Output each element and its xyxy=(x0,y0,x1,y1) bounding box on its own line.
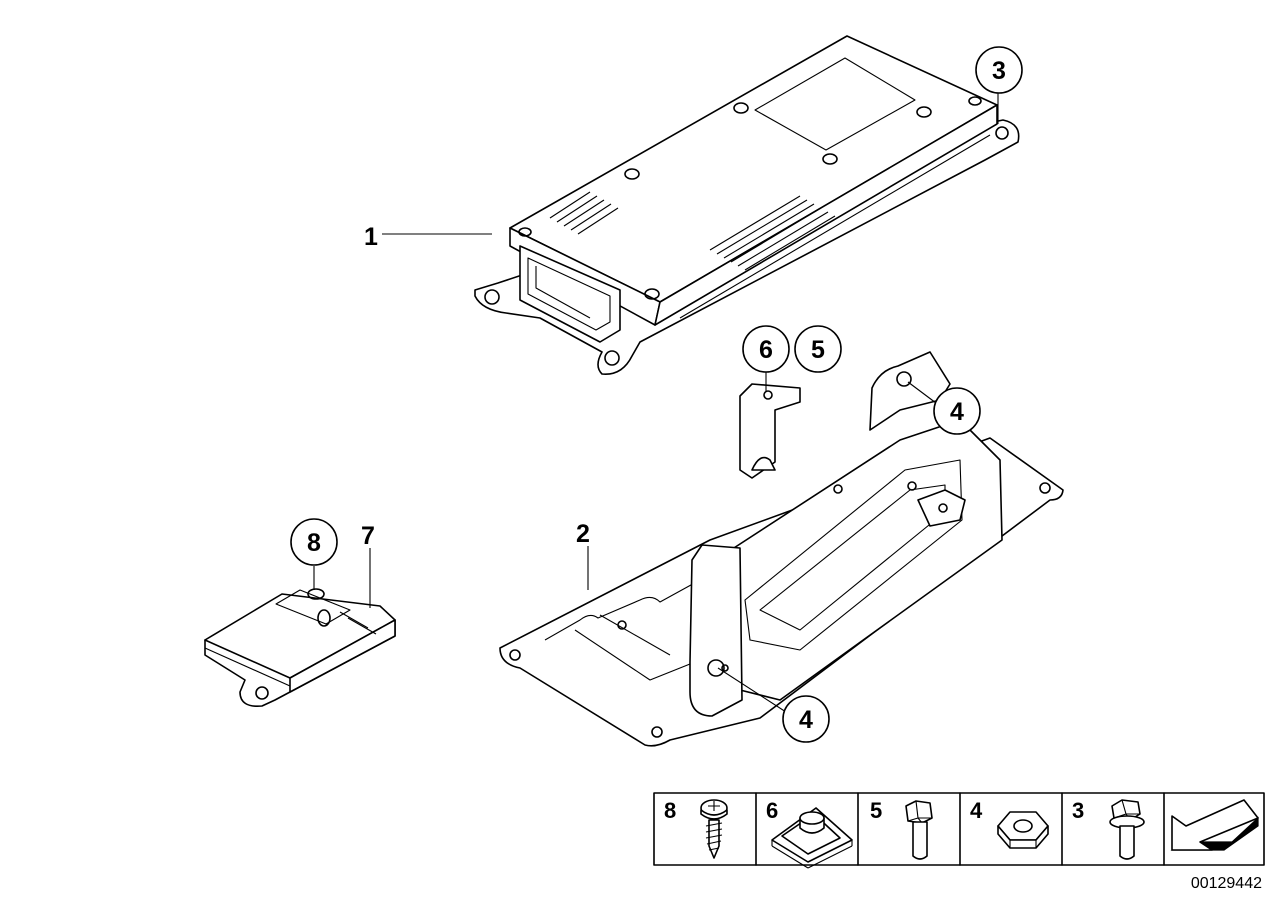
callout-8-circle xyxy=(290,518,338,566)
callout-3-label: 3 xyxy=(992,57,1006,85)
legend-item-8: 8 xyxy=(664,798,728,859)
clip-nut-icon xyxy=(771,807,853,869)
callout-3: 3 xyxy=(975,46,1023,94)
legend-item-5: 5 xyxy=(870,798,933,860)
hardware-legend: 8 6 5 xyxy=(653,792,1265,869)
callout-1-label: 1 xyxy=(364,223,378,251)
flange-bolt-icon xyxy=(1109,799,1145,860)
module-part-7 xyxy=(204,588,396,708)
direction-arrow-icon xyxy=(1170,799,1259,851)
callout-4-upper-circle xyxy=(933,387,981,435)
document-number: 00129442 xyxy=(1191,875,1262,892)
callout-8-label: 8 xyxy=(307,529,321,557)
callout-5-circle xyxy=(794,325,842,373)
callout-6-circle xyxy=(742,325,790,373)
legend-item-3: 3 xyxy=(1072,798,1145,860)
legend-item-4-number: 4 xyxy=(970,798,983,823)
callout-4-lower-circle xyxy=(782,695,830,743)
legend-item-3-number: 3 xyxy=(1072,798,1084,823)
callout-5-label: 5 xyxy=(811,336,825,364)
self-tapping-screw-icon xyxy=(700,799,728,859)
callout-6: 6 xyxy=(742,325,790,373)
legend-item-6-number: 6 xyxy=(766,798,778,823)
callout-7: 7 xyxy=(361,522,375,550)
callout-3-circle xyxy=(975,46,1023,94)
leader-lines xyxy=(313,92,999,713)
callout-4-upper: 4 xyxy=(933,387,981,435)
hex-nut-icon xyxy=(997,811,1049,849)
legend-item-6: 6 xyxy=(766,798,853,869)
callout-7-label: 7 xyxy=(361,522,375,550)
legend-item-5-number: 5 xyxy=(870,798,882,823)
callout-5: 5 xyxy=(794,325,842,373)
bracket-part-2 xyxy=(499,351,1064,747)
callout-2: 2 xyxy=(576,520,590,548)
control-unit-part-1 xyxy=(474,35,1020,375)
legend-item-4: 4 xyxy=(970,798,1049,849)
callout-1: 1 xyxy=(364,223,378,251)
callout-8: 8 xyxy=(290,518,338,566)
callout-2-label: 2 xyxy=(576,520,590,548)
callout-6-label: 6 xyxy=(759,336,773,364)
callout-4-lower-label: 4 xyxy=(799,706,813,734)
hex-bolt-icon xyxy=(905,800,933,860)
callout-4-lower: 4 xyxy=(782,695,830,743)
legend-item-8-number: 8 xyxy=(664,798,676,823)
callout-4-upper-label: 4 xyxy=(950,398,964,426)
